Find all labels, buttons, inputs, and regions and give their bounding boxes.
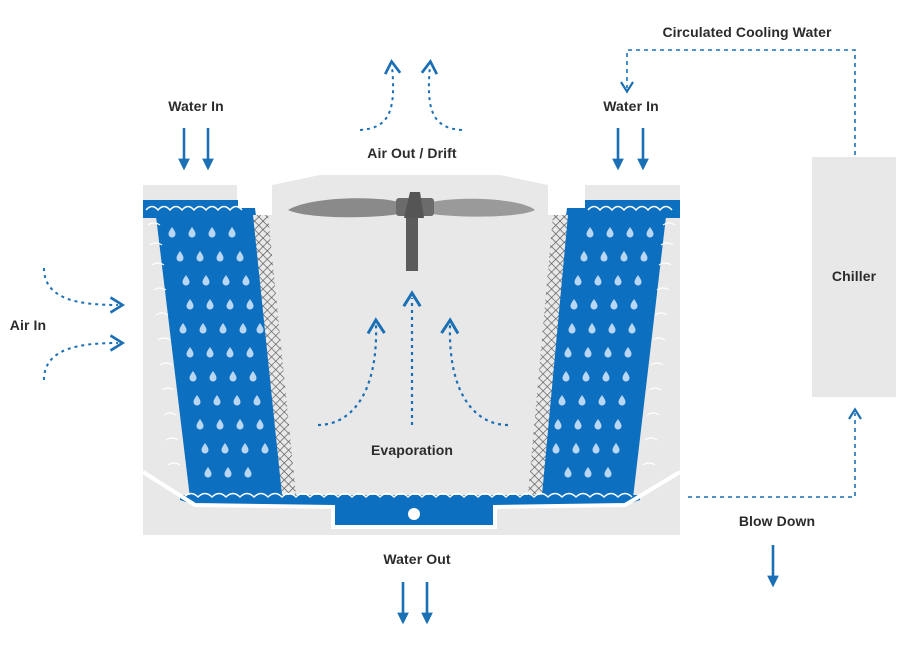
label-air-in: Air In: [9, 317, 47, 333]
air-out-arrows: [359, 58, 463, 131]
fill-media-right: [531, 208, 667, 498]
drift-eliminator-right: [528, 215, 568, 495]
label-water-in-right: Water In: [603, 98, 659, 114]
circulation-loop: [620, 49, 862, 498]
label-blow-down: Blow Down: [738, 513, 816, 529]
drift-eliminator-left: [253, 215, 296, 495]
water-surface-waves-top: [145, 205, 673, 212]
water-trough-left: [143, 200, 238, 218]
air-in-arrows: [43, 267, 126, 381]
fan-icon: [288, 192, 535, 271]
label-circulated-cooling-water: Circulated Cooling Water: [662, 24, 832, 40]
evaporation-arrows: [317, 290, 509, 427]
chiller-box: [812, 157, 896, 397]
air-wisps: [147, 222, 676, 466]
water-in-arrows-right: [612, 128, 649, 171]
label-evaporation: Evaporation: [370, 442, 454, 458]
label-air-out-drift: Air Out / Drift: [367, 145, 457, 161]
water-in-arrows-left: [178, 128, 214, 171]
water-basin: [141, 470, 682, 529]
water-out-arrows: [397, 582, 433, 625]
water-trough-right: [585, 200, 680, 218]
label-chiller: Chiller: [831, 268, 877, 284]
label-water-in-left: Water In: [168, 98, 224, 114]
label-water-out: Water Out: [383, 551, 451, 567]
